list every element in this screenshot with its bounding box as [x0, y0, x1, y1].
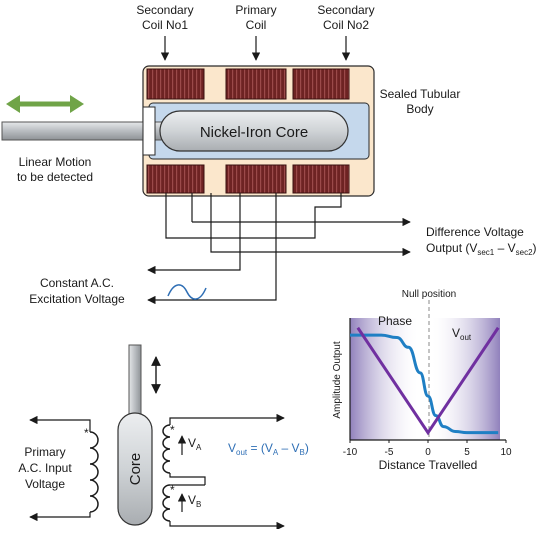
- small-core: [117, 412, 153, 526]
- primary-wire-bottom: [29, 512, 91, 522]
- x-tick-label: -10: [343, 447, 358, 458]
- phase-series-line: [350, 333, 499, 435]
- chart-shaded-area: [350, 318, 500, 440]
- sealed-body-label-2: Body: [406, 102, 433, 116]
- secondary-coil-1-label: Secondary: [136, 3, 193, 17]
- secondary-a-star: *: [170, 423, 175, 437]
- sine-wave-icon: [167, 284, 207, 300]
- phase-legend-label: Phase: [378, 314, 412, 328]
- series-link-small: [169, 473, 206, 485]
- primary-wire-top: [29, 415, 91, 432]
- core-label: Nickel-Iron Core: [200, 124, 308, 141]
- secondary-coil-2-label: Secondary: [317, 3, 374, 17]
- coil-labels: Secondary Coil No1 Primary Coil Secondar…: [136, 3, 375, 61]
- vout-wire-bottom: [169, 521, 285, 531]
- secondary-coil-1-top: [146, 68, 205, 100]
- small-rod: [128, 344, 142, 424]
- x-tick-label: 10: [500, 447, 512, 458]
- x-tick-label: -5: [385, 447, 394, 458]
- schematic: Core * Primary A.C. Input Voltage * VA *…: [18, 344, 309, 531]
- secondary-winding-b: [162, 484, 171, 522]
- vout-equation: Vout = (VA – VB): [228, 441, 309, 457]
- excitation-label-2: Excitation Voltage: [29, 292, 125, 306]
- null-position-label: Null position: [402, 289, 456, 300]
- primary-coil-bottom: [225, 164, 287, 194]
- primary-dot-star: *: [84, 426, 89, 440]
- primary-winding: [89, 431, 99, 513]
- primary-coil-label-2: Coil: [246, 18, 267, 32]
- nickel-iron-core: [159, 110, 349, 152]
- difference-voltage-label: Difference Voltage: [426, 225, 524, 239]
- linear-motion-label-2: to be detected: [17, 170, 93, 184]
- linear-rod: [1, 121, 167, 141]
- small-core-label: Core: [127, 453, 144, 486]
- x-axis-label: Distance Travelled: [379, 458, 478, 472]
- motion-arrow-icon: [6, 95, 84, 113]
- x-tick-label: 0: [425, 447, 431, 458]
- excitation-wire-1: [147, 193, 241, 275]
- output-formula: Output (Vsec1 – Vsec2): [426, 241, 537, 257]
- secondary-b-star: *: [170, 483, 175, 497]
- primary-input-label: Primary: [24, 445, 65, 459]
- va-label: VA: [188, 436, 202, 452]
- x-tick-label: 5: [464, 447, 470, 458]
- secondary-coil-2-label-2: Coil No2: [323, 18, 369, 32]
- body-end-cap: [142, 106, 156, 156]
- x-ticks: -10 -5 0 5 10: [343, 440, 512, 458]
- vout-legend-label: Vout: [452, 326, 472, 342]
- excitation-wire-2: [147, 193, 277, 305]
- primary-coil-label: Primary: [235, 3, 276, 17]
- diff-output-wire-2: [210, 193, 411, 257]
- secondary-coil-2-bottom: [292, 164, 350, 194]
- secondary-coil-2-top: [292, 68, 350, 100]
- wiring: [147, 193, 411, 305]
- primary-coil-top: [225, 68, 287, 100]
- y-axis-label: Amplitude Output: [332, 341, 343, 418]
- primary-input-label-3: Voltage: [25, 477, 65, 491]
- secondary-coil-1-bottom: [146, 164, 205, 194]
- chart: Null position Amplitude Output Distance …: [332, 289, 512, 472]
- vout-wire-top: [169, 413, 285, 425]
- primary-input-label-2: A.C. Input: [18, 461, 72, 475]
- vout-series-line: [356, 326, 500, 436]
- sealed-body-label: Sealed Tubular: [380, 87, 461, 101]
- excitation-label: Constant A.C.: [40, 276, 114, 290]
- vb-label: VB: [188, 493, 201, 509]
- lvdt-body: Nickel-Iron Core: [1, 65, 375, 197]
- secondary-winding-a: [162, 424, 171, 474]
- linear-motion-label: Linear Motion: [19, 155, 92, 169]
- secondary-coil-1-label-2: Coil No1: [142, 18, 188, 32]
